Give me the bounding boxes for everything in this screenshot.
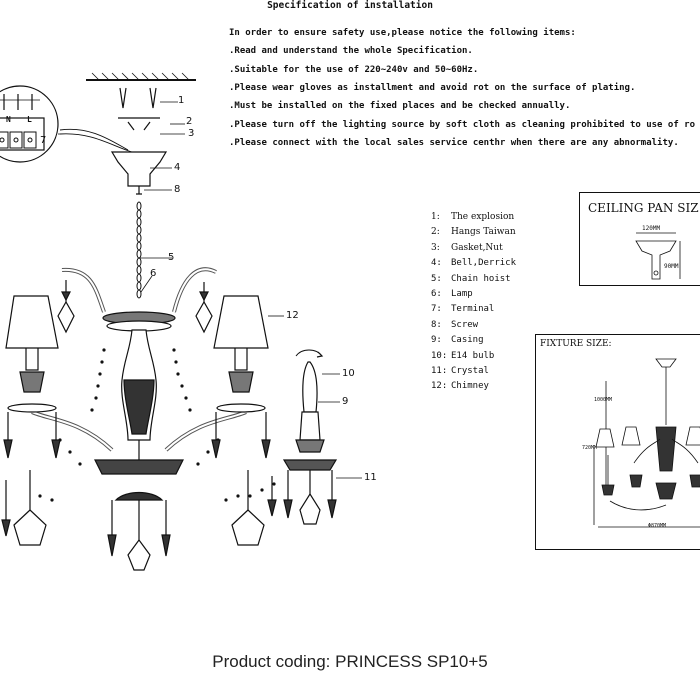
part-row: 12:Chimney [431,379,516,394]
intro-text: In order to ensure safety use,please not… [229,28,576,38]
part-name: Lamp [451,288,473,299]
fixture-height: 1000MM [594,397,613,403]
callout-11: 11 [364,472,377,483]
part-number: 5: [431,273,442,284]
part-row: 5: Chain hoist [431,272,516,287]
part-number: 12: [431,381,448,392]
part-row: 3: Gasket,Nut [431,241,516,256]
part-row: 6: Lamp [431,287,516,302]
fixture-size-title: FIXTURE SIZE: [540,339,612,349]
callout-9: 9 [342,396,349,407]
ceiling-pan-sketch [635,232,681,280]
part-row: 2: Hangs Taiwan [431,225,516,240]
terminal-label-l: L [27,115,32,124]
callout-2: 2 [186,116,193,127]
callout-12: 12 [286,310,299,321]
part-number: 2: [431,227,440,238]
part-row: 8: Screw [431,318,516,333]
note-5: .Please turn off the lighting source by … [229,120,695,130]
terminal-label-n: N [6,115,11,124]
part-name: Screw [451,319,479,330]
ceiling-pan-width: 120MM [642,225,661,232]
part-name: Chain hoist [451,273,511,284]
note-4: .Must be installed on the fixed places a… [229,101,571,111]
part-row: 1: The explosion [431,210,516,225]
part-number: 1: [431,212,440,222]
fixture-size-sketch [593,358,700,528]
product-coding: Product coding: PRINCESS SP10+5 [212,652,488,671]
part-number: 4: [431,258,442,269]
part-name: Terminal [451,304,495,315]
fixture-size-box: FIXTURE SIZE: 1000MM 720MM Φ870MM [535,334,700,550]
callout-10: 10 [342,368,355,379]
part-number: 10: [431,350,448,361]
part-row: 7: Terminal [431,302,516,317]
part-row: 4: Bell,Derrick [431,256,516,271]
part-number: 7: [431,304,442,315]
callout-6: 6 [150,268,157,279]
note-3: .Please wear gloves as installment and a… [229,83,636,93]
callout-3: 3 [188,128,195,139]
part-name: Bell,Derrick [451,258,517,269]
fixture-body-height: 720MM [582,445,598,451]
part-number: 3: [431,242,440,253]
part-name: The explosion [451,212,515,222]
note-2: .Suitable for the use of 220~240v and 50… [229,65,479,75]
part-name: Crystal [451,365,489,376]
part-name: Casing [451,335,484,346]
part-row: 11:Crystal [431,364,516,379]
fixture-width: Φ870MM [648,523,667,529]
part-number: 6: [431,288,442,299]
callout-1: 1 [178,95,185,106]
callout-7: 7 [40,135,47,146]
part-row: 10:E14 bulb [431,349,516,364]
parts-list: 1: The explosion 2: Hangs Taiwan 3: Gasket,… [431,210,516,395]
callout-4: 4 [174,162,181,173]
part-name: E14 bulb [451,350,495,361]
part-name: Chimney [451,381,489,392]
ceiling-pan-height: 90MM [664,263,679,270]
part-number: 8: [431,319,442,330]
part-name: Hangs Taiwan [451,227,516,238]
part-number: 9: [431,335,442,346]
part-row: 9: Casing [431,333,516,348]
ceiling-pan-title: CEILING PAN SIZ [588,201,699,215]
note-1: .Read and understand the whole Specifica… [229,46,473,56]
callout-5: 5 [168,252,175,263]
callout-8: 8 [174,184,181,195]
note-6: .Please connect with the local sales ser… [229,138,679,148]
part-number: 11: [431,365,448,376]
spec-title: Specification of installation [267,0,433,11]
part-name: Gasket,Nut [451,242,503,253]
ceiling-pan-box: CEILING PAN SIZ 120MM 90MM [579,192,700,286]
